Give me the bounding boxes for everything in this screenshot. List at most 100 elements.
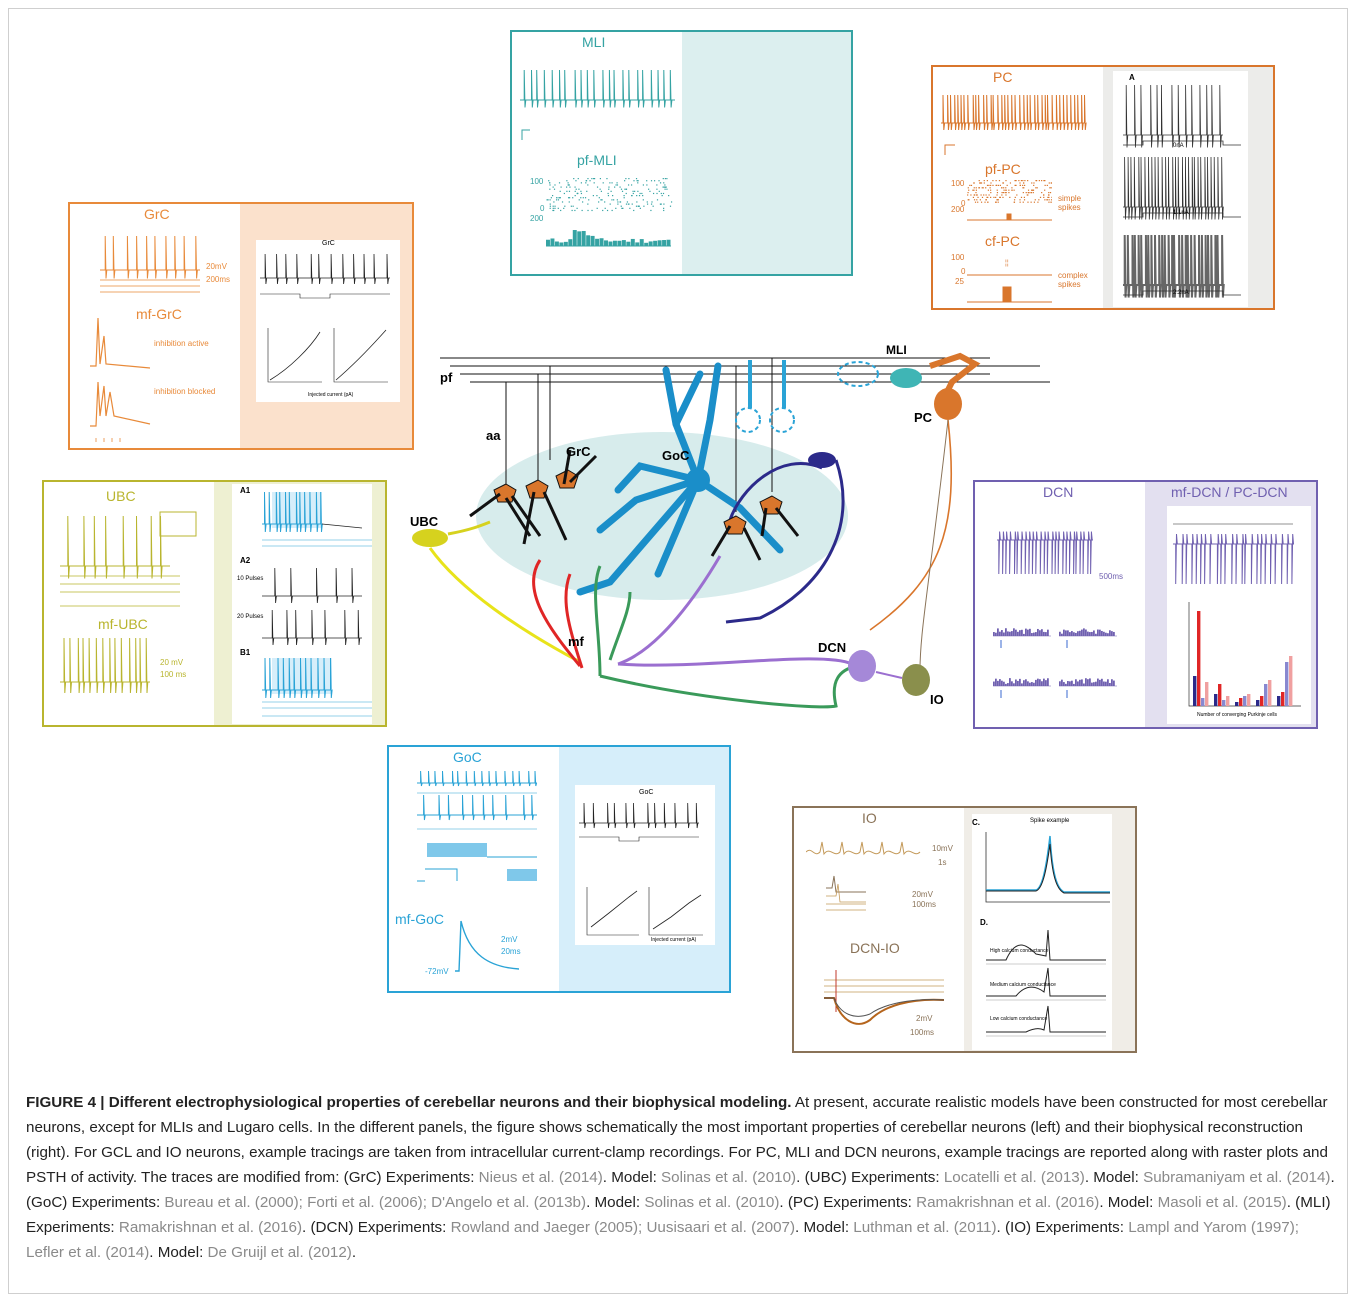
mli-sub1: pf-MLI (577, 152, 617, 168)
pc-current-1: 0nA (1173, 143, 1184, 149)
mli-raster (546, 178, 673, 212)
label-mli: MLI (886, 343, 907, 357)
io-label-c: C. (972, 818, 980, 827)
ubc-scale-ms: 100 ms (160, 670, 187, 679)
mli-title: MLI (582, 34, 606, 50)
pc-sub2: cf-PC (985, 233, 1020, 249)
pc-raster2-0: 0 (961, 267, 966, 276)
figure-caption: FIGURE 4 | Different electrophysiologica… (26, 1090, 1336, 1265)
ubc-soma (412, 529, 448, 547)
io-soma (902, 664, 930, 696)
mli-soma (890, 368, 922, 388)
caption-text: . (MLI) Experiments: (26, 1194, 1331, 1236)
goc-sub1: mf-GoC (395, 911, 444, 927)
goc-soma (686, 468, 710, 492)
ubc-traces (60, 511, 197, 607)
mli-panel: MLI pf-MLI 100 0 200 (510, 30, 853, 276)
pc-raster-0: 0 (961, 199, 966, 208)
grc-inhibition-active: inhibition active (154, 339, 209, 348)
io-title: IO (862, 810, 877, 826)
svg-text:¦¦: ¦¦ (1005, 260, 1009, 267)
dcn-bar-xlabel: Number of converging Purkinje cells (1197, 712, 1278, 718)
ubc-mf-traces (60, 637, 150, 694)
caption-text: . (UBC) Experiments: (796, 1169, 944, 1186)
caption-text: . Model: (795, 1219, 854, 1236)
goc-panel: GoC mf-GoC -72mV 2mV 20ms GoC Injected c… (387, 745, 731, 993)
caption-citation: Solinas et al. (2010) (661, 1169, 797, 1186)
io-scale-2: 1s (938, 858, 947, 867)
pc-spike-trace (941, 94, 1087, 155)
goc-title: GoC (453, 749, 482, 765)
ubc-title: UBC (106, 488, 136, 504)
caption-citation: Subramaniyam et al. (2014) (1143, 1169, 1331, 1186)
grc-title: GrC (144, 206, 170, 222)
goc-model-title: GoC (639, 789, 654, 796)
label-pf: pf (440, 370, 453, 385)
io-scale-4: 100ms (912, 900, 937, 909)
goc-mf-trace (455, 920, 519, 972)
io-model-calcium (986, 929, 1106, 1037)
ubc-label-a1: A1 (240, 486, 251, 495)
io-traces (806, 841, 921, 911)
caption-text: . Model: (586, 1194, 645, 1211)
ubc-20-pulses: 20 Pulses (237, 614, 264, 620)
pc-psth (967, 213, 1052, 221)
mli-raster-top: 100 (530, 177, 544, 186)
io-scale-5: 2mV (916, 1014, 933, 1023)
io-scale-6: 100ms (910, 1028, 935, 1037)
dcn-soma (848, 650, 876, 682)
dcn-title: DCN (1043, 484, 1074, 500)
caption-text: . (GoC) Experiments: (26, 1169, 1335, 1211)
pc-cf-psth: ¦¦ (967, 260, 1052, 303)
caption-text: . (DCN) Experiments: (302, 1219, 451, 1236)
io-label-d: D. (980, 918, 988, 927)
caption-text: . Model: (149, 1244, 208, 1261)
dcn-bar-chart (1188, 602, 1301, 707)
pc-current-3: 2.2nA (1173, 290, 1189, 296)
caption-citation: Luthman et al. (2011) (853, 1219, 997, 1236)
grc-panel: GrC 20mV 200ms mf-GrC inhibition active … (68, 202, 414, 450)
pc-psth2-25: 25 (955, 277, 964, 286)
ubc-label-a2: A2 (240, 556, 251, 565)
caption-citation: Ramakrishnan et al. (2016) (118, 1219, 303, 1236)
io-dcn-trace (824, 970, 944, 1025)
ubc-label-b1: B1 (240, 648, 251, 657)
io-c-title: Spike example (1030, 818, 1070, 824)
goc-traces (417, 770, 538, 882)
io-medium-label: Medium calcium conductance (990, 982, 1056, 988)
caption-citation: De Gruijl et al. (2012) (207, 1244, 352, 1261)
pc-psth-200: 200 (951, 205, 965, 214)
pc-raster2-100: 100 (951, 253, 965, 262)
caption-text: . Model: (602, 1169, 662, 1186)
caption-text: . (IO) Experiments: (996, 1219, 1129, 1236)
cerebellum-circuit-diagram: pf aa GrC GoC MLI PC UBC mf DCN IO (410, 343, 1050, 709)
label-aa: aa (486, 428, 501, 443)
grc-model-xlabel: Injected current (pA) (308, 392, 354, 398)
io-panel: IO 10mV 1s 20mV 100ms DCN-IO 2mV 100ms C… (792, 806, 1137, 1053)
caption-citation: Locatelli et al. (2013) (943, 1169, 1085, 1186)
caption-text: . (351, 1244, 357, 1261)
caption-citation: Rowland and Jaeger (2005); Uusisaari et … (450, 1219, 796, 1236)
pc-current-2: 1.1nA (1173, 210, 1189, 216)
mli-raster-zero: 0 (540, 204, 545, 213)
ubc-10-pulses: 10 Pulses (237, 576, 264, 582)
caption-text: . Model: (1084, 1169, 1144, 1186)
caption-citation: Nieus et al. (2014) (478, 1169, 603, 1186)
mli-psth-top: 200 (530, 214, 544, 223)
label-io: IO (930, 692, 944, 707)
goc-scale-ms: 20ms (501, 947, 521, 956)
dcn-scale: 500ms (1099, 572, 1124, 581)
grc-model-traces (260, 253, 390, 383)
dcn-panel: DCN mf-DCN / PC-DCN 500ms Number of conv… (973, 480, 1318, 729)
label-ubc: UBC (410, 514, 439, 529)
pc-simple-label: simple spikes (1058, 194, 1082, 212)
caption-citation: Solinas et al. (2010) (644, 1194, 780, 1211)
mli-spike-trace (520, 69, 675, 140)
goc-scale-mv: 2mV (501, 935, 518, 944)
ubc-model-traces (262, 491, 372, 717)
mli-psth (546, 230, 671, 247)
caption-citation: Masoli et al. (2015) (1157, 1194, 1287, 1211)
io-scale-1: 10mV (932, 844, 953, 853)
caption-text: . Model: (1099, 1194, 1158, 1211)
grc-scale-mv: 20mV (206, 262, 227, 271)
